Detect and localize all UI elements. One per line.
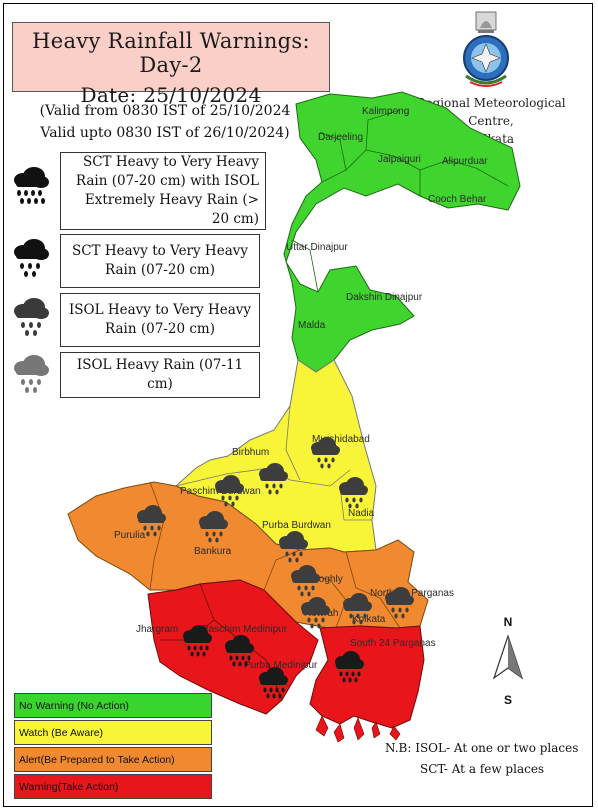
label-kolkata: Kolkata bbox=[352, 614, 386, 625]
category-alert: Alert(Be Prepared to Take Action) bbox=[14, 747, 212, 772]
label-purba-medinipur: Purba Medinipur bbox=[244, 660, 318, 671]
label-cooch-behar: Cooch Behar bbox=[428, 194, 487, 205]
heavy-rain-cloud-icon bbox=[14, 239, 49, 277]
category-no-warning: No Warning (No Action) bbox=[14, 693, 212, 718]
label-nadia: Nadia bbox=[348, 508, 375, 519]
label-jalpaiguri: Jalpaiguri bbox=[378, 154, 421, 165]
map-frame bbox=[3, 3, 593, 807]
note-sct: SCT- At a few places bbox=[420, 762, 545, 776]
validity-period: (Valid from 0830 IST of 25/10/2024 Valid… bbox=[20, 100, 310, 144]
category-watch: Watch (Be Aware) bbox=[14, 720, 212, 745]
label-bankura: Bankura bbox=[194, 546, 232, 557]
north-arrow-icon: N S bbox=[492, 615, 524, 707]
rain-legend-item-2: SCT Heavy to Very Heavy Rain (07-20 cm) bbox=[60, 234, 260, 288]
grey-rain-cloud-icon bbox=[14, 355, 49, 393]
map-title: Heavy Rainfall Warnings: Day-2 bbox=[32, 29, 310, 77]
label-uttar-dinajpur: Uttar Dinajpur bbox=[286, 242, 348, 253]
label-kalimpong: Kalimpong bbox=[362, 106, 409, 117]
rain-legend-item-3: ISOL Heavy to Very Heavy Rain (07-20 cm) bbox=[60, 293, 260, 347]
label-north-24-parganas: North 24 Parganas bbox=[370, 588, 454, 599]
category-warning: Warning(Take Action) bbox=[14, 774, 212, 799]
label-purulia: Purulia bbox=[114, 530, 146, 541]
title-box: Heavy Rainfall Warnings: Day-2 Date: 25/… bbox=[12, 22, 330, 107]
label-jhargram: Jhargram bbox=[136, 624, 178, 635]
valid-upto: Valid upto 0830 IST of 26/10/2024) bbox=[40, 125, 290, 141]
label-darjeeling: Darjeeling bbox=[318, 132, 363, 143]
map-date: Date: 25/10/2024 bbox=[80, 83, 262, 107]
label-hooghly: Hooghly bbox=[306, 574, 343, 585]
label-alipurduar: Alipurduar bbox=[442, 156, 488, 167]
heavy-rain-cloud-icon bbox=[14, 167, 49, 204]
label-dakshin-dinajpur: Dakshin Dinajpur bbox=[346, 292, 423, 303]
agency-line-1: Regional Meteorological Centre, bbox=[416, 96, 566, 128]
rain-legend-item-4: ISOL Heavy Rain (07-11 cm) bbox=[60, 352, 260, 398]
dark-grey-rain-cloud-icon bbox=[14, 298, 49, 336]
label-murshidabad: Murshidabad bbox=[312, 434, 370, 445]
note-isol: N.B: ISOL- At one or two places bbox=[385, 741, 579, 755]
label-paschim-medinipur: Paschim Medinipur bbox=[202, 624, 288, 635]
valid-from: (Valid from 0830 IST of 25/10/2024 bbox=[39, 103, 291, 119]
compass-north-label: N bbox=[504, 615, 513, 629]
compass-south-label: S bbox=[504, 693, 512, 707]
label-malda: Malda bbox=[298, 320, 326, 331]
rain-legend-item-1: SCT Heavy to Very Heavy Rain (07-20 cm) … bbox=[60, 152, 266, 230]
label-purba-burdwan: Purba Burdwan bbox=[262, 520, 331, 531]
district-north-green bbox=[283, 91, 521, 373]
label-south-24-parganas: South 24 Parganas bbox=[350, 638, 436, 649]
imd-emblem-icon bbox=[463, 11, 509, 87]
label-birbhum: Birbhum bbox=[232, 447, 269, 458]
abbreviation-notes: N.B: ISOL- At one or two places SCT- At … bbox=[385, 738, 585, 780]
